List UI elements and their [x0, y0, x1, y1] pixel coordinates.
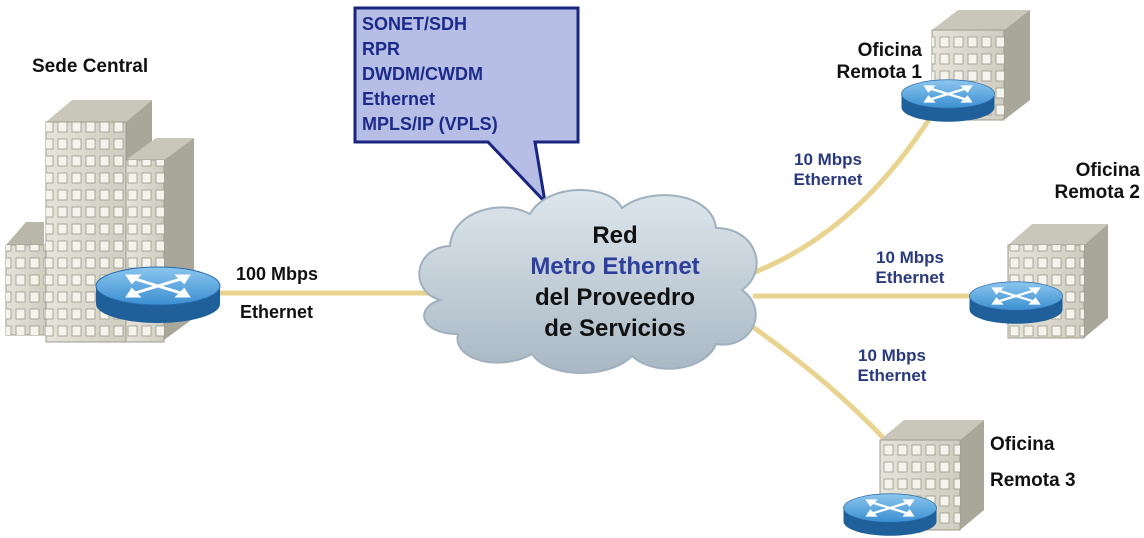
- callout-box: [353, 6, 580, 207]
- callout-line: SONET/SDH: [362, 14, 468, 34]
- callout-line: Ethernet: [362, 89, 436, 109]
- cloud-icon: [418, 189, 758, 374]
- link-label-remote1: 10 Mbps Ethernet: [778, 150, 878, 189]
- site-label-remote2-line1: Oficina: [1075, 160, 1140, 181]
- links: [209, 107, 988, 448]
- router-icon-remote3: [842, 492, 938, 537]
- link-label-remote2-speed: 10 Mbps: [875, 248, 945, 267]
- link-label-remote1-tech: Ethernet: [793, 169, 863, 189]
- callout-line: DWDM/CWDM: [362, 64, 483, 84]
- link-label-hq-tech: Ethernet: [240, 302, 314, 322]
- link-label-remote3: 10 Mbps Ethernet: [842, 346, 942, 385]
- cloud-label: Red Metro Ethernet del Proveedro de Serv…: [470, 220, 760, 344]
- site-label-remote2: Oficina Remota 2: [1024, 160, 1140, 204]
- cloud-line-3: del Proveedro: [534, 284, 696, 311]
- link-label-remote2: 10 Mbps Ethernet: [860, 248, 960, 287]
- site-label-remote1-line1: Oficina: [857, 40, 922, 61]
- site-label-hq: Sede Central: [32, 56, 149, 77]
- link-label-remote3-tech: Ethernet: [857, 365, 927, 385]
- callout-tech-list: SONET/SDH RPR DWDM/CWDM Ethernet MPLS/IP…: [362, 12, 562, 137]
- link-remote3: [737, 315, 893, 448]
- site-label-remote3-line1: Oficina: [990, 434, 1055, 455]
- link-label-remote3-speed: 10 Mbps: [857, 346, 927, 365]
- cloud-line-2: Metro Ethernet: [530, 253, 700, 280]
- site-label-remote1: Oficina Remota 1: [822, 40, 922, 84]
- router-icon-hq: [94, 265, 222, 325]
- site-label-remote1-line2: Remota 1: [836, 61, 922, 83]
- router-icon-remote2: [968, 280, 1064, 325]
- link-label-remote2-tech: Ethernet: [875, 267, 945, 287]
- link-label-hq-speed: 100 Mbps: [236, 264, 319, 284]
- callout-line: RPR: [362, 39, 401, 59]
- cloud-line-4: de Servicios: [544, 315, 686, 342]
- site-label-remote3-line2: Remota 3: [990, 469, 1076, 491]
- site-label-remote3: Oficina Remota 3: [990, 434, 1076, 492]
- cloud-line-1: Red: [592, 222, 638, 249]
- link-label-remote1-speed: 10 Mbps: [793, 150, 863, 169]
- site-label-remote2-line2: Remota 2: [1054, 181, 1140, 203]
- link-remote1: [752, 107, 938, 275]
- callout-line: MPLS/IP (VPLS): [362, 114, 498, 134]
- router-icon-remote1: [900, 78, 996, 123]
